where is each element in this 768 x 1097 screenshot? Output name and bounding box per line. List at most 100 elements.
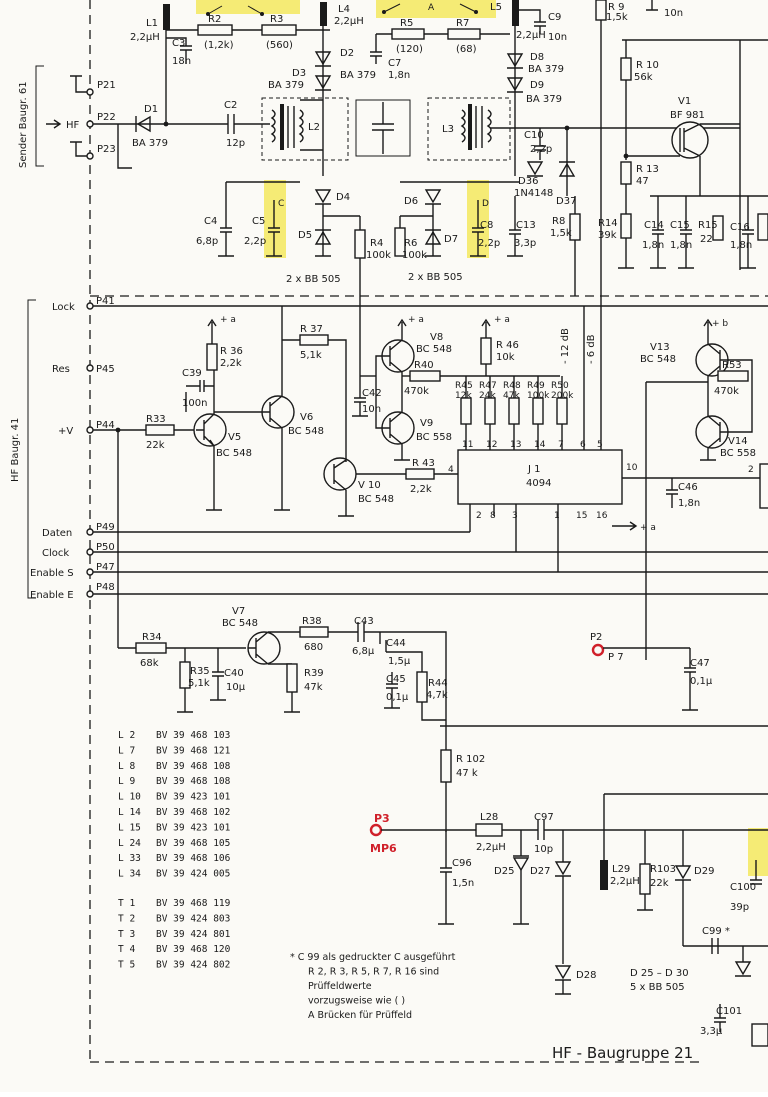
r39-value: 47k (304, 682, 323, 693)
junction (163, 121, 169, 127)
ladder-resistor-value: 24k (479, 391, 496, 401)
v6-label: V6 (300, 412, 313, 423)
junction (115, 427, 121, 433)
pin-p50-label: P50 (96, 542, 115, 553)
wire-c43-out (364, 631, 447, 750)
d36-value: 1N4148 (514, 188, 553, 199)
r44-label: R44 (428, 678, 448, 689)
c42-value: 10n (362, 404, 381, 415)
parts-list-code: BV 39 424 802 (156, 960, 230, 971)
r8-value: 1,5k (550, 228, 572, 239)
test-point-p3 (369, 823, 383, 837)
l28-value: 2,2µH (476, 842, 506, 853)
r37-label: R 37 (300, 324, 323, 335)
d3-label: D3 (292, 68, 306, 79)
pin-p47-signal: Enable S (30, 568, 74, 579)
r2-resistor (197, 24, 233, 36)
ladder-resistor-name: R48 (503, 381, 521, 391)
d7-label: D7 (444, 234, 458, 245)
r3-value: (560) (266, 40, 293, 51)
c13-label: C13 (516, 220, 536, 231)
v1-transistor-icon (671, 121, 709, 159)
c100-capacitor-icon (750, 860, 762, 885)
c45-capacitor-icon (386, 672, 398, 708)
c101-label: C101 (716, 1006, 742, 1017)
r4-label: R4 (370, 238, 383, 249)
c13-capacitor-icon (509, 196, 521, 256)
r39-resistor (286, 663, 298, 693)
v8-value: BC 548 (416, 344, 452, 355)
v14-leads (707, 415, 728, 449)
c10-label: C10 (524, 130, 544, 141)
c44-capacitor-icon (379, 632, 410, 653)
c43-value: 6,8µ (352, 646, 375, 657)
j1-ic (457, 449, 623, 505)
r14-resistor (620, 213, 632, 239)
pin-p41-signal: Lock (52, 302, 75, 313)
d3-value: BA 379 (268, 80, 304, 91)
c42-capacitor-icon (354, 380, 366, 416)
r53-value: 470k (714, 386, 739, 397)
supply-a-r46 (481, 318, 491, 338)
r40-label: R40 (414, 360, 434, 371)
ic-pin-right: 10 (626, 463, 638, 473)
d27-label: D27 (530, 866, 550, 877)
r103-label: R103 (650, 864, 676, 875)
r33-value: 22k (146, 440, 165, 451)
c39-label: C39 (182, 368, 202, 379)
highlight-r5-r7 (376, 0, 496, 18)
ic-pin-number: 1 (554, 511, 560, 521)
parts-list-part: L 33 (118, 853, 141, 864)
r14-value: 39k (598, 230, 617, 241)
r15-resistor (712, 215, 724, 241)
c46-capacitor-icon (666, 478, 678, 508)
d1-value: BA 379 (132, 138, 168, 149)
c14-capacitor-icon (652, 196, 664, 268)
c9-label: C9 (548, 12, 561, 23)
bb505-right-caption: 2 x BB 505 (408, 272, 463, 283)
parts-list-code: BV 39 468 106 (156, 853, 231, 864)
l3-label: L3 (442, 124, 454, 135)
d2-label: D2 (340, 48, 354, 59)
c-top-10n: 10n (664, 8, 683, 19)
c10-capacitor-icon (534, 128, 546, 160)
pin-p22 (86, 120, 94, 128)
parts-list-code: BV 39 424 801 (156, 929, 231, 940)
d2-diode-icon (314, 51, 332, 67)
r10-label: R 10 (636, 60, 659, 71)
c9-capacitor-icon (515, 9, 546, 34)
l5-inductor-icon (512, 0, 519, 26)
c100-value: 39p (730, 902, 749, 913)
pin-p49 (86, 528, 94, 536)
test-point-p3-id: P3 (374, 812, 390, 825)
gnd-p21 (70, 75, 87, 93)
pin-p48-signal: Enable E (30, 590, 74, 601)
ic-pin-number: 3 (512, 511, 518, 521)
c8-label: C8 (480, 220, 493, 231)
r35-label: R35 (190, 666, 210, 677)
d36-diode-icon (526, 161, 544, 177)
board-title: HF - Baugruppe 21 (552, 1044, 693, 1062)
l5-value: 2,2µH (516, 30, 546, 41)
v5-label: V5 (228, 432, 241, 443)
v7-leads (248, 631, 269, 665)
ic-pin-number: 13 (510, 440, 521, 450)
parts-list-part: T 5 (118, 960, 135, 971)
parts-list-part: L 7 (118, 745, 135, 756)
hf-input-arrow (46, 119, 62, 129)
r40-value: 470k (404, 386, 429, 397)
c16-capacitor-icon (742, 196, 754, 268)
ladder-resistor-name: R45 (455, 381, 473, 391)
pin-p48-label: P48 (96, 582, 115, 593)
r53-resistor (717, 370, 749, 382)
r53-label: R53 (722, 360, 742, 371)
ladder-resistor-name: R47 (479, 381, 497, 391)
ic-pin-number: 12 (486, 440, 497, 450)
d9-diode-icon (506, 77, 524, 93)
r39-label: R39 (304, 668, 324, 679)
parts-list-part: L 14 (118, 807, 141, 818)
parts-list-part: L 24 (118, 838, 141, 849)
v10-value: BC 548 (358, 494, 394, 505)
